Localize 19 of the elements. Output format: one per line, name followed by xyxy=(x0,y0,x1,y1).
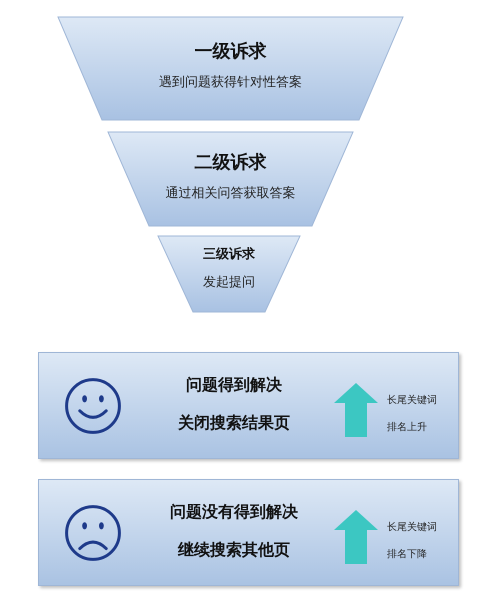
outcome-text: 问题没有得到解决 xyxy=(170,501,298,523)
level-description: 遇到问题获得针对性答案 xyxy=(159,74,302,92)
ranking-note: 长尾关键词 xyxy=(387,520,437,535)
level-heading: 三级诉求 xyxy=(203,246,255,264)
level-heading: 一级诉求 xyxy=(194,40,266,64)
ranking-note: 长尾关键词 xyxy=(387,394,437,408)
funnel-trapezoid xyxy=(57,16,404,121)
funnel-trapezoid xyxy=(107,131,354,227)
ranking-note: 排名上升 xyxy=(387,420,428,435)
level-heading: 二级诉求 xyxy=(194,151,266,175)
ranking-note: 排名下降 xyxy=(387,548,428,562)
outcome-text: 继续搜索其他页 xyxy=(178,539,290,561)
level-description: 发起提问 xyxy=(203,274,255,292)
outcome-panel xyxy=(38,352,459,459)
funnel-trapezoid xyxy=(157,235,301,313)
outcome-panel xyxy=(38,479,459,586)
outcome-text: 关闭搜索结果页 xyxy=(178,412,290,434)
level-description: 通过相关问答获取答案 xyxy=(166,185,296,203)
outcome-text: 问题得到解决 xyxy=(186,374,282,396)
